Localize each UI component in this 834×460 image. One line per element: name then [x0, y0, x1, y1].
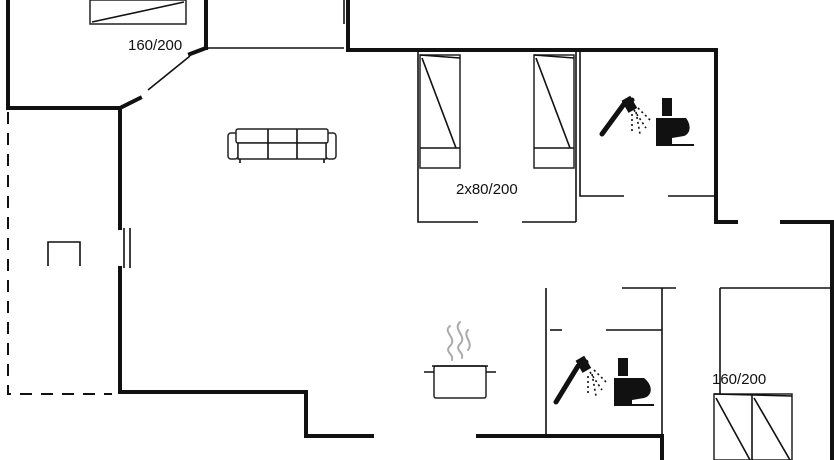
bed-size-label: 2x80/200 [456, 181, 518, 198]
bed-icon [89, 0, 187, 25]
bed-icon [419, 54, 575, 169]
toilet-icon [614, 358, 654, 406]
shower-icon [599, 95, 651, 137]
sofa-icon [227, 128, 337, 163]
bed-size-label: 160/200 [128, 37, 183, 54]
partitions [123, 0, 832, 460]
shower-icon [553, 355, 607, 405]
terrace-outline [7, 112, 112, 395]
bed-size-label: 160/200 [712, 371, 767, 388]
walls [6, 0, 834, 460]
stove-pot-icon [424, 321, 496, 399]
toilet-icon [656, 98, 694, 146]
fireplace-icon [47, 241, 81, 266]
bed-icon [713, 393, 793, 460]
